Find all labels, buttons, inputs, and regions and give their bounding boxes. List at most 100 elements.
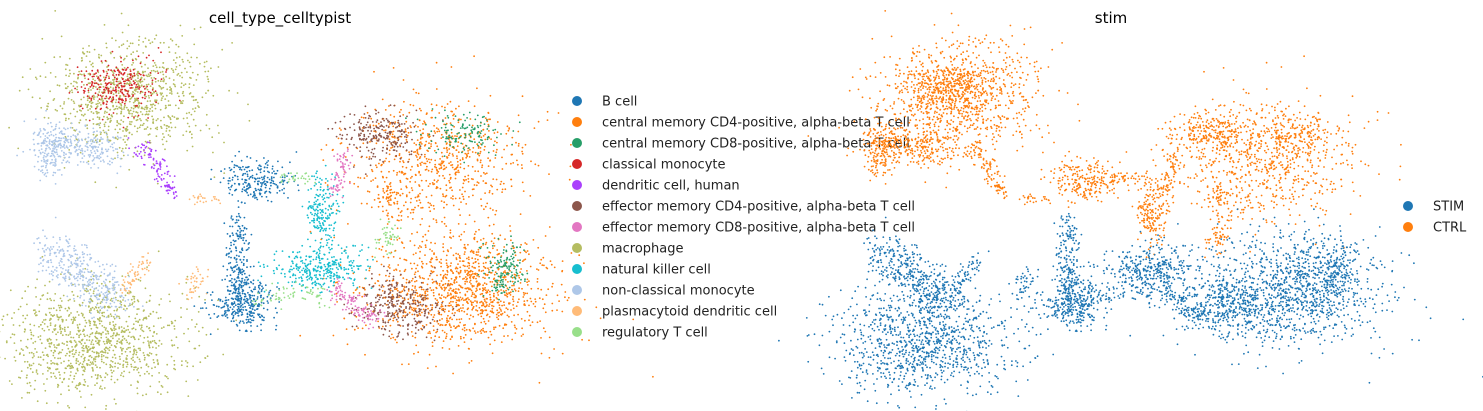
cell-point (78, 271, 81, 274)
cell-point (50, 318, 52, 320)
cell-point (233, 171, 235, 173)
cell-point (65, 235, 67, 238)
cell-point (168, 129, 171, 132)
cell-point (107, 75, 110, 78)
cell-point (123, 327, 125, 330)
cell-point (33, 355, 35, 357)
cell-point (117, 299, 119, 302)
cell-point (105, 76, 107, 79)
cell-point (148, 352, 151, 354)
cell-point (120, 60, 122, 63)
cell-point (52, 315, 54, 317)
cell-point (99, 153, 102, 156)
cell-point (170, 322, 173, 325)
cell-point (8, 380, 11, 382)
cell-point (398, 154, 401, 157)
cell-point (416, 118, 419, 121)
cell-point (237, 237, 240, 240)
cell-point (516, 163, 519, 166)
cell-point (345, 158, 347, 161)
cell-point (20, 339, 22, 342)
cell-point (26, 374, 28, 377)
cell-point (125, 89, 127, 92)
cell-point (203, 197, 206, 200)
cell-point (45, 155, 47, 158)
cell-point (61, 271, 63, 274)
cell-point (451, 124, 454, 127)
cell-point (81, 301, 84, 304)
cell-point (9, 289, 12, 292)
cell-point (323, 228, 326, 230)
cell-point (227, 182, 230, 185)
cell-point (353, 182, 356, 185)
cell-point (67, 306, 70, 309)
cell-point (304, 182, 306, 185)
cell-point (508, 127, 511, 130)
cell-point (51, 158, 53, 161)
cell-point (27, 285, 29, 288)
cell-point (103, 131, 106, 134)
cell-point (484, 138, 487, 141)
cell-point (78, 323, 81, 326)
cell-point (162, 133, 164, 135)
cell-point (136, 86, 139, 88)
cell-point (188, 131, 191, 134)
cell-point (388, 120, 390, 123)
cell-point (78, 363, 80, 366)
cell-point (239, 166, 242, 169)
cell-point (44, 135, 47, 137)
cell-point (445, 136, 448, 138)
cell-point (72, 85, 75, 87)
cell-point (411, 175, 413, 178)
cell-point (450, 136, 452, 139)
cell-point (70, 144, 73, 147)
cell-point (44, 76, 47, 78)
cell-point (128, 147, 131, 150)
cell-point (276, 185, 279, 188)
cell-point (157, 317, 160, 320)
cell-point (39, 338, 42, 341)
cell-point (94, 107, 97, 110)
cell-point (368, 114, 371, 117)
cell-point (155, 101, 158, 104)
cell-point (111, 284, 114, 287)
cell-point (516, 159, 518, 162)
cell-point (438, 130, 441, 133)
cell-point (399, 227, 402, 230)
cell-point (408, 111, 411, 114)
cell-point (76, 110, 79, 113)
cell-point (247, 194, 250, 197)
cell-point (456, 135, 458, 138)
cell-point (489, 207, 492, 210)
cell-point (174, 85, 177, 88)
cell-point (126, 358, 128, 360)
cell-point (383, 129, 385, 132)
cell-point (290, 172, 292, 175)
cell-point (147, 153, 150, 156)
cell-point (372, 152, 375, 155)
cell-point (264, 192, 266, 194)
cell-point (48, 328, 50, 331)
cell-point (95, 140, 98, 143)
cell-point (142, 122, 145, 125)
cell-point (101, 325, 104, 327)
cell-point (227, 179, 230, 182)
cell-point (181, 35, 184, 37)
cell-point (145, 301, 148, 304)
cell-point (111, 263, 114, 266)
cell-point (59, 142, 62, 145)
cell-point (165, 82, 167, 85)
cell-point (84, 325, 87, 328)
cell-point (450, 197, 452, 199)
cell-point (283, 187, 285, 190)
cell-point (85, 346, 87, 349)
cell-point (170, 126, 173, 129)
cell-point (100, 282, 103, 285)
cell-point (117, 284, 120, 286)
cell-point (92, 363, 95, 365)
cell-point (109, 86, 112, 89)
cell-point (139, 360, 142, 363)
cell-point (392, 121, 395, 124)
cell-point (456, 157, 458, 160)
cell-point (406, 141, 408, 144)
